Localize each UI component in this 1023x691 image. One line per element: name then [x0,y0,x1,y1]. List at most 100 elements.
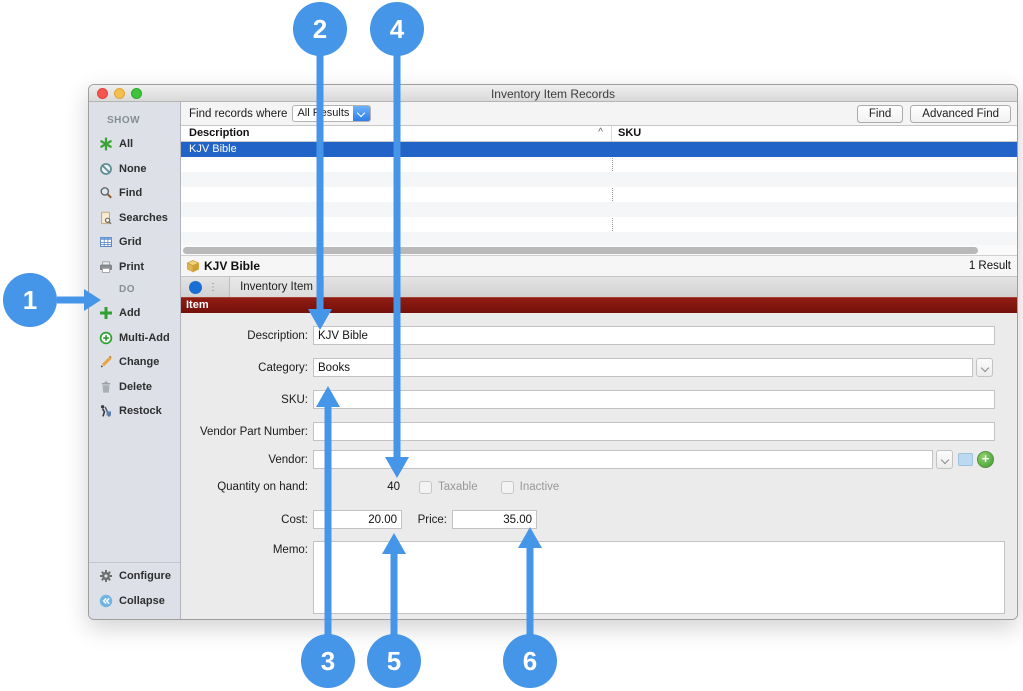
scrollbar-thumb[interactable] [183,247,978,254]
sidebar-item-grid[interactable]: Grid [89,230,180,255]
find-button[interactable]: Find [856,104,904,123]
vendor-chevron-down-icon[interactable] [936,450,953,469]
titlebar: Inventory Item Records [89,85,1017,102]
table-row[interactable] [181,157,1017,172]
category-label: Category: [258,361,308,374]
description-label: Description: [247,329,308,342]
main-area: Find records where All Results Find Adva… [181,102,1017,619]
sidebar-item-change[interactable]: Change [89,350,180,375]
price-label: Price: [417,513,447,526]
results-filter-value: All Results [297,107,350,119]
find-records-where-label: Find records where [189,107,288,120]
plus-icon [97,306,114,320]
memo-label: Memo: [272,544,308,556]
tab-bar: Inventory Item [181,277,1017,297]
inventory-item-records-window: Inventory Item Records SHOW All None [88,84,1018,620]
zoom-window-button[interactable] [131,88,142,99]
advanced-find-button[interactable]: Advanced Find [910,104,1011,123]
column-header-sku[interactable]: SKU [618,127,642,139]
window-title: Inventory Item Records [490,87,616,101]
svg-text:4: 4 [390,14,405,44]
table-row[interactable] [181,202,1017,217]
sidebar-footer: Configure Collapse [89,562,180,619]
info-icon[interactable] [189,280,202,294]
svg-text:2: 2 [313,14,327,44]
chevron-down-icon[interactable] [353,106,371,121]
magnifier-icon [97,186,114,200]
table-row[interactable] [181,232,1017,245]
svg-text:3: 3 [321,646,335,676]
sidebar-show-header: SHOW [107,115,141,126]
result-count: 1 Result [968,260,1011,272]
sidebar-item-none[interactable]: None [89,157,180,182]
item-form: Description: Category: SKU: Vendor Part … [181,313,1017,619]
description-field[interactable] [313,326,995,345]
close-window-button[interactable] [97,88,108,99]
item-cube-icon [186,259,200,273]
searches-icon [97,211,114,225]
vendor-list-icon[interactable] [958,453,973,466]
sidebar-item-collapse[interactable]: Collapse [89,588,180,613]
record-list: KJV Bible [181,142,1017,245]
callout-1: 1 [3,273,101,327]
column-header-description[interactable]: Description ^ [181,126,612,141]
category-chevron-down-icon[interactable] [976,358,993,377]
table-row-selected[interactable]: KJV Bible [181,142,1017,157]
table-row[interactable] [181,217,1017,232]
tab-inventory-item[interactable]: Inventory Item [229,277,324,297]
svg-text:5: 5 [387,646,401,676]
none-icon [97,162,114,176]
find-bar: Find records where All Results Find Adva… [181,102,1017,126]
printer-icon [97,260,114,274]
grid-icon [97,235,114,249]
add-vendor-icon[interactable]: + [977,451,994,468]
restock-icon [97,404,114,418]
cost-field[interactable] [313,510,402,529]
detail-record-title: KJV Bible [204,259,261,273]
collapse-icon [97,594,114,608]
cost-label: Cost: [281,513,308,526]
svg-text:1: 1 [23,285,37,315]
sort-ascending-icon: ^ [598,127,603,138]
pencil-icon [97,355,114,369]
sidebar-item-print[interactable]: Print [89,255,180,280]
sidebar-item-add[interactable]: Add [89,301,180,326]
memo-field[interactable] [313,541,1005,614]
item-section-header: Item [181,297,1017,313]
sidebar-item-multi-add[interactable]: Multi-Add [89,326,180,351]
results-filter-dropdown[interactable]: All Results [292,105,372,122]
gear-icon [97,569,114,583]
horizontal-scrollbar [181,245,1017,256]
inactive-checkbox[interactable] [500,480,514,494]
table-row[interactable] [181,187,1017,202]
vendor-field[interactable] [313,450,933,469]
table-row[interactable] [181,172,1017,187]
detail-header: KJV Bible 1 Result [181,256,1017,277]
sidebar-item-delete[interactable]: Delete [89,375,180,400]
price-field[interactable] [452,510,537,529]
vertical-dots-icon[interactable] [208,282,218,293]
sidebar-item-find[interactable]: Find [89,181,180,206]
asterisk-icon [97,137,114,151]
minimize-window-button[interactable] [114,88,125,99]
sku-field[interactable] [313,390,995,409]
svg-text:6: 6 [523,646,537,676]
sidebar: SHOW All None Fin [89,102,181,619]
quantity-on-hand-label: Quantity on hand: [217,481,308,493]
vendor-part-number-label: Vendor Part Number: [199,425,308,438]
taxable-checkbox[interactable] [419,480,432,494]
column-divider [612,142,613,245]
sidebar-spacer [89,424,180,563]
sku-label: SKU: [281,393,308,406]
taxable-label: Taxable [438,481,478,493]
vendor-part-number-field[interactable] [313,422,995,441]
sidebar-item-restock[interactable]: Restock [89,399,180,424]
sidebar-item-searches[interactable]: Searches [89,206,180,231]
sidebar-item-all[interactable]: All [89,132,180,157]
sidebar-item-configure[interactable]: Configure [89,563,180,588]
quantity-on-hand-value: 40 [387,481,400,493]
trash-icon [97,380,114,394]
vendor-label: Vendor: [268,453,308,466]
category-field[interactable] [313,358,973,377]
